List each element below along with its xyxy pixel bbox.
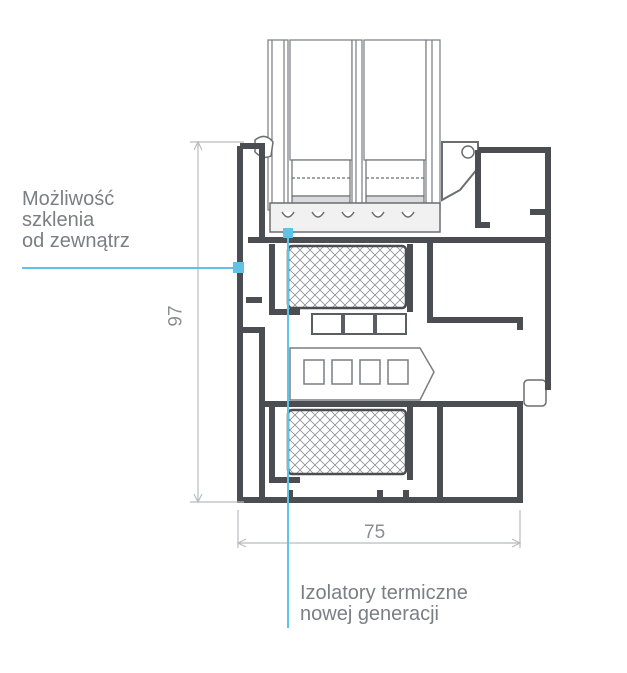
glass-panes: [267, 39, 441, 211]
insulator-callout-marker: [283, 228, 293, 238]
insulation-block-lower: [286, 408, 408, 476]
callout-leaders: [22, 232, 289, 628]
glazing-gasket: [269, 202, 441, 233]
sash-profile-upper: [248, 147, 551, 330]
insulator-callout-line-1: Izolatory termiczne: [300, 582, 468, 604]
insulator-callout-label: Izolatory termiczne nowej generacji: [300, 583, 468, 625]
glazing-callout-line-1: Możliwość: [22, 188, 115, 210]
insulation-block-upper: [286, 244, 408, 310]
glazing-callout-line-3: od zewnątrz: [22, 230, 130, 252]
height-dimension-label: 97: [165, 305, 187, 327]
width-dimension-label: 75: [364, 522, 386, 543]
frame-profile-lower: [262, 401, 523, 503]
dimension-lines: [190, 140, 522, 548]
frame-profile: [237, 143, 265, 503]
glazing-callout-line-2: szklenia: [22, 209, 95, 231]
glazing-bead: [441, 141, 479, 202]
glass-spacers: [291, 159, 425, 207]
center-gasket: [289, 347, 435, 401]
thermal-break-upper: [311, 313, 407, 335]
glazing-callout-label: Możliwość szklenia od zewnątrz: [22, 189, 130, 252]
right-seal: [523, 379, 547, 407]
glazing-callout-marker: [233, 262, 244, 273]
insulator-callout-line-2: nowej generacji: [300, 603, 439, 625]
